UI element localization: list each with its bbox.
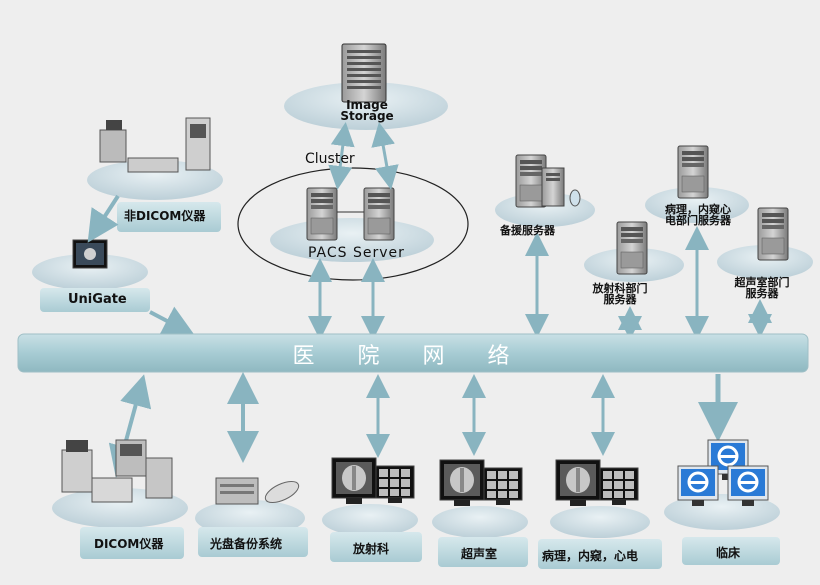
dicom-label: DICOM仪器 bbox=[94, 537, 164, 551]
radiology-grid-monitor-icon bbox=[375, 465, 415, 504]
ultrasound-server-label: 超声室部门 服务器 bbox=[734, 276, 790, 300]
clinical-label: 临床 bbox=[716, 546, 741, 560]
radiology-label: 放射科 bbox=[353, 542, 390, 556]
image-storage-label: Image Storage bbox=[340, 98, 394, 123]
non-dicom-arrow bbox=[87, 194, 120, 243]
backup-server-icon-2 bbox=[541, 167, 565, 207]
optical-label-box bbox=[198, 527, 308, 557]
pathology-label: 病理，内窥，心电 bbox=[542, 549, 639, 563]
unigate-arrow bbox=[149, 306, 196, 336]
ultrasound-platform bbox=[432, 506, 528, 538]
hospital-network-bar bbox=[17, 333, 809, 373]
pathology-grid-monitor-icon bbox=[599, 467, 639, 506]
non-dicom-label: 非DICOM仪器 bbox=[124, 209, 206, 223]
radiology-platform bbox=[322, 504, 418, 536]
non-dicom-device-icon bbox=[99, 117, 211, 173]
backup-server-label: 备援服务器 bbox=[500, 224, 555, 237]
ie-monitor-icon-3 bbox=[726, 464, 770, 508]
pathology-platform bbox=[550, 506, 650, 538]
hospital-network-label: 医 院 网 络 bbox=[292, 344, 528, 369]
unigate-platform bbox=[32, 254, 148, 290]
cluster-label: Cluster bbox=[305, 151, 355, 167]
radiology-xray-monitor-icon bbox=[331, 457, 377, 505]
pathology-server-platform bbox=[645, 187, 749, 223]
optical-drive-icon bbox=[215, 477, 300, 505]
unigate-label: UniGate bbox=[68, 292, 127, 307]
dicom-label-box bbox=[80, 527, 184, 559]
dicom-device-icon bbox=[61, 439, 173, 503]
ultrasound-label-box bbox=[438, 537, 528, 567]
ie-monitor-icon-2 bbox=[676, 464, 720, 508]
storage-arrow-1 bbox=[328, 122, 355, 190]
pathology-server-icon bbox=[677, 145, 709, 199]
ultrasound-server-platform bbox=[717, 245, 813, 279]
storage-server-icon bbox=[341, 43, 387, 103]
disk-icon bbox=[569, 189, 581, 207]
pacs-server-icon-1 bbox=[306, 187, 338, 241]
storage-platform bbox=[284, 82, 448, 130]
pacs-server-icon-2 bbox=[363, 187, 395, 241]
unigate-label-box bbox=[40, 288, 150, 312]
storage-arrow-2 bbox=[371, 122, 399, 190]
optical-label: 光盘备份系统 bbox=[210, 537, 283, 551]
ultrasound-xray-monitor-icon bbox=[439, 459, 485, 507]
clinical-label-box bbox=[682, 537, 780, 565]
pathology-label-box bbox=[538, 539, 662, 569]
unigate-monitor-icon bbox=[72, 239, 108, 269]
ultrasound-label: 超声室 bbox=[461, 547, 498, 561]
ultrasound-server-icon bbox=[757, 207, 789, 261]
pathology-server-label: 病理，内窥心 电部门服务器 bbox=[665, 203, 731, 227]
radiology-server-icon bbox=[616, 221, 648, 275]
pathology-xray-monitor-icon bbox=[555, 459, 601, 507]
ultrasound-grid-monitor-icon bbox=[483, 467, 523, 506]
radiology-server-label: 放射科部门 服务器 bbox=[592, 282, 648, 306]
non-dicom-label-box bbox=[117, 202, 221, 232]
radiology-label-box bbox=[330, 532, 422, 562]
pacs-server-label: PACS Server bbox=[308, 245, 405, 261]
